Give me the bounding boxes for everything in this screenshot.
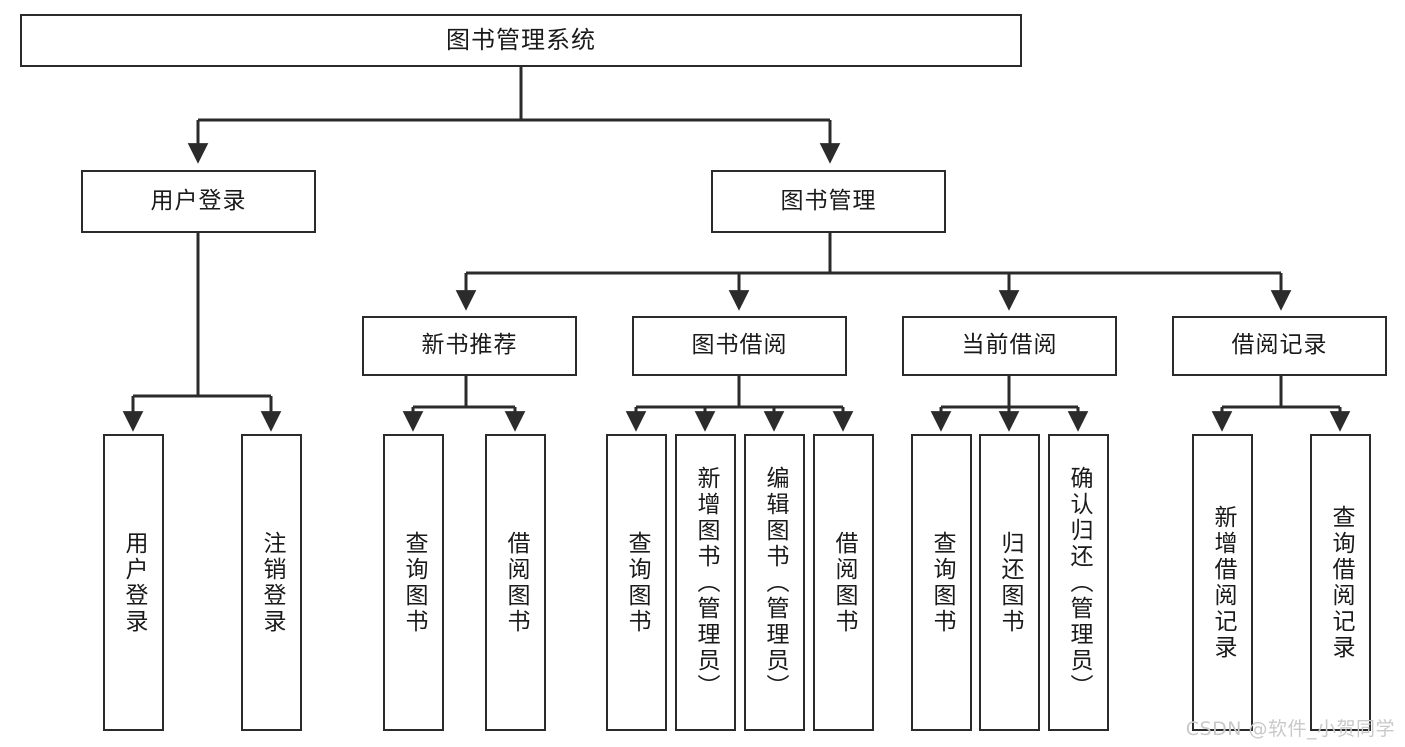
node-new-book-recommendation[interactable]: 新书推荐 (362, 316, 577, 376)
node-label: 图书管理 (780, 187, 877, 214)
csdn-watermark: CSDN @软件_小贺同学 (1185, 718, 1395, 740)
node-book-borrowing[interactable]: 图书借阅 (632, 316, 847, 376)
leaf-add-book-admin[interactable]: 新增图书（管理员） (675, 434, 736, 731)
node-label: 查询图书 (624, 530, 650, 635)
node-label: 用户登录 (150, 187, 247, 214)
node-label: 借阅图书 (831, 530, 857, 635)
node-label: 查询图书 (401, 530, 427, 635)
node-label: 确认归还（管理员） (1066, 465, 1092, 700)
leaf-borrow-book-new[interactable]: 借阅图书 (485, 434, 546, 731)
node-label: 注销登录 (259, 530, 285, 635)
node-root-book-management-system[interactable]: 图书管理系统 (20, 14, 1022, 67)
node-borrowing-records[interactable]: 借阅记录 (1172, 316, 1387, 376)
node-label: 新书推荐 (421, 332, 518, 359)
node-book-management[interactable]: 图书管理 (711, 170, 946, 233)
node-label: 借阅图书 (503, 530, 529, 635)
leaf-return-book[interactable]: 归还图书 (979, 434, 1040, 731)
node-label: 归还图书 (997, 530, 1023, 635)
node-current-borrowing[interactable]: 当前借阅 (902, 316, 1117, 376)
node-label: 用户登录 (121, 530, 147, 635)
node-label: 查询借阅记录 (1328, 504, 1354, 661)
node-label: 当前借阅 (961, 332, 1058, 359)
node-label: 新增图书（管理员） (693, 465, 719, 700)
node-label: 图书管理系统 (446, 26, 596, 55)
node-label: 借阅记录 (1231, 332, 1328, 359)
leaf-query-book-borrow[interactable]: 查询图书 (606, 434, 667, 731)
node-label: 查询图书 (929, 530, 955, 635)
node-label: 图书借阅 (691, 332, 788, 359)
leaf-user-login[interactable]: 用户登录 (103, 434, 164, 731)
node-label: 编辑图书（管理员） (762, 465, 788, 700)
leaf-borrow-book[interactable]: 借阅图书 (813, 434, 874, 731)
leaf-confirm-return-admin[interactable]: 确认归还（管理员） (1048, 434, 1109, 731)
node-user-login[interactable]: 用户登录 (81, 170, 316, 233)
leaf-add-borrow-record[interactable]: 新增借阅记录 (1192, 434, 1253, 731)
leaf-query-borrow-record[interactable]: 查询借阅记录 (1310, 434, 1371, 731)
leaf-edit-book-admin[interactable]: 编辑图书（管理员） (744, 434, 805, 731)
leaf-query-book-current[interactable]: 查询图书 (911, 434, 972, 731)
node-label: 新增借阅记录 (1210, 504, 1236, 661)
leaf-logout[interactable]: 注销登录 (241, 434, 302, 731)
leaf-query-book-new[interactable]: 查询图书 (383, 434, 444, 731)
